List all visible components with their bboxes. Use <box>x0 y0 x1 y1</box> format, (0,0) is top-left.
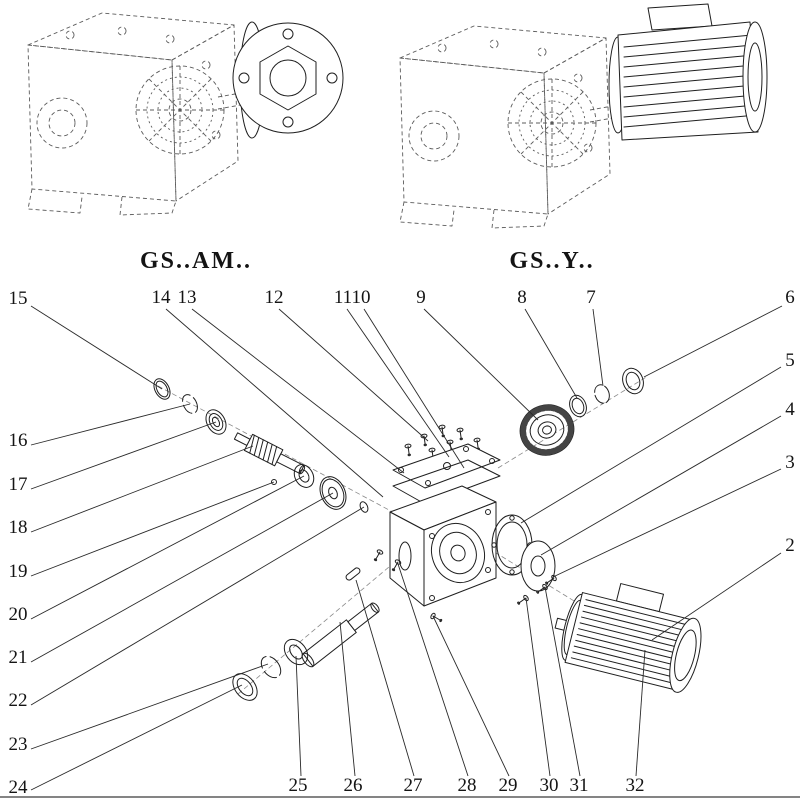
gear-housing-part <box>389 485 497 607</box>
leader-line-5 <box>520 366 782 524</box>
part-number-18: 18 <box>9 517 28 538</box>
part-number-31: 31 <box>570 775 589 796</box>
part-number-27: 27 <box>404 775 423 796</box>
variant-label-y: GS..Y.. <box>509 248 594 274</box>
variant-label-am: GS..AM.. <box>140 248 252 274</box>
leader-line-9 <box>423 308 539 421</box>
seal-ring-part <box>153 378 171 400</box>
part-number-16: 16 <box>9 430 28 451</box>
part-number-7: 7 <box>586 287 596 308</box>
part-number-24: 24 <box>9 777 29 798</box>
leader-line-18 <box>30 445 254 533</box>
axis-motor <box>487 547 593 613</box>
circlip-part-lower <box>260 655 282 679</box>
part-number-26: 26 <box>344 775 363 796</box>
part-number-32: 32 <box>626 775 645 796</box>
flange-gasket-part <box>491 514 533 576</box>
part-number-21: 21 <box>9 647 28 668</box>
leader-line-8 <box>524 308 578 399</box>
leader-line-17 <box>30 421 217 490</box>
part-number-23: 23 <box>9 734 28 755</box>
leader-line-24 <box>30 684 243 791</box>
leader-line-3 <box>552 468 782 578</box>
part-number-25: 25 <box>289 775 308 796</box>
washer-part <box>569 394 587 418</box>
leader-line-26 <box>339 621 356 777</box>
leader-line-23 <box>30 663 269 750</box>
leader-line-2 <box>651 552 782 641</box>
worm-shaft-part <box>233 432 306 475</box>
leader-line-4 <box>540 415 782 556</box>
leader-line-27 <box>355 579 415 777</box>
part-number-15: 15 <box>9 288 28 309</box>
leader-line-16 <box>30 403 191 446</box>
leader-line-6 <box>643 305 783 378</box>
housing-bolt-1 <box>372 548 384 563</box>
leader-line-10 <box>363 308 465 469</box>
part-number-22: 22 <box>9 690 28 711</box>
motor-exploded-part <box>554 583 702 693</box>
leader-line-32 <box>635 649 646 777</box>
part-number-8: 8 <box>517 287 527 308</box>
leader-line-13 <box>191 308 405 474</box>
axis-worm-shaft <box>157 385 431 533</box>
leader-line-11 <box>346 308 450 458</box>
flange-am <box>232 21 344 139</box>
leader-line-15 <box>30 305 163 390</box>
part-number-28: 28 <box>458 775 477 796</box>
leader-line-20 <box>30 475 305 620</box>
part-number-4: 4 <box>785 399 795 420</box>
part-number-20: 20 <box>9 604 28 625</box>
part-number-5: 5 <box>785 350 795 371</box>
part-number-3: 3 <box>785 452 795 473</box>
gearbox-am-outline <box>27 12 253 216</box>
leader-line-14 <box>165 308 384 498</box>
circlip-part <box>182 394 198 414</box>
axis-output-shaft <box>237 555 403 695</box>
snap-ring-part <box>594 384 610 404</box>
axis-input-gear <box>497 375 649 469</box>
leader-line-19 <box>30 481 275 577</box>
part-number-17: 17 <box>9 474 28 495</box>
exploded-view <box>153 367 702 701</box>
oil-seal-part <box>232 673 258 701</box>
drain-screw-part <box>429 612 444 624</box>
part-number-29: 29 <box>499 775 518 796</box>
ring-part <box>622 367 644 395</box>
part-number-2: 2 <box>785 535 795 556</box>
part-number-13: 13 <box>178 287 197 308</box>
part-number-6: 6 <box>785 287 795 308</box>
leader-line-12 <box>278 308 429 442</box>
leader-line-22 <box>30 506 365 706</box>
part-number-14: 14 <box>152 287 172 308</box>
key-part <box>345 567 361 581</box>
leader-line-28 <box>397 563 469 777</box>
bearing-part-lower <box>283 638 309 666</box>
leader-line-7 <box>592 308 604 387</box>
adapter-cover-part <box>520 540 556 592</box>
leader-line-21 <box>30 492 334 663</box>
motor-y-drawing <box>608 3 768 141</box>
part-number-19: 19 <box>9 561 28 582</box>
leader-line-25 <box>295 655 302 777</box>
leader-line-30 <box>525 597 551 777</box>
part-number-11: 11 <box>334 287 352 308</box>
leader-line-31 <box>544 586 581 777</box>
cover-gasket-part <box>392 459 501 505</box>
part-number-9: 9 <box>416 287 426 308</box>
pin-part <box>271 479 277 485</box>
gearbox-y-outline <box>399 25 625 229</box>
input-gear-part <box>519 404 575 456</box>
leader-line-29 <box>432 615 510 777</box>
part-number-12: 12 <box>265 287 284 308</box>
part-number-10: 10 <box>352 287 371 308</box>
part-number-30: 30 <box>540 775 559 796</box>
